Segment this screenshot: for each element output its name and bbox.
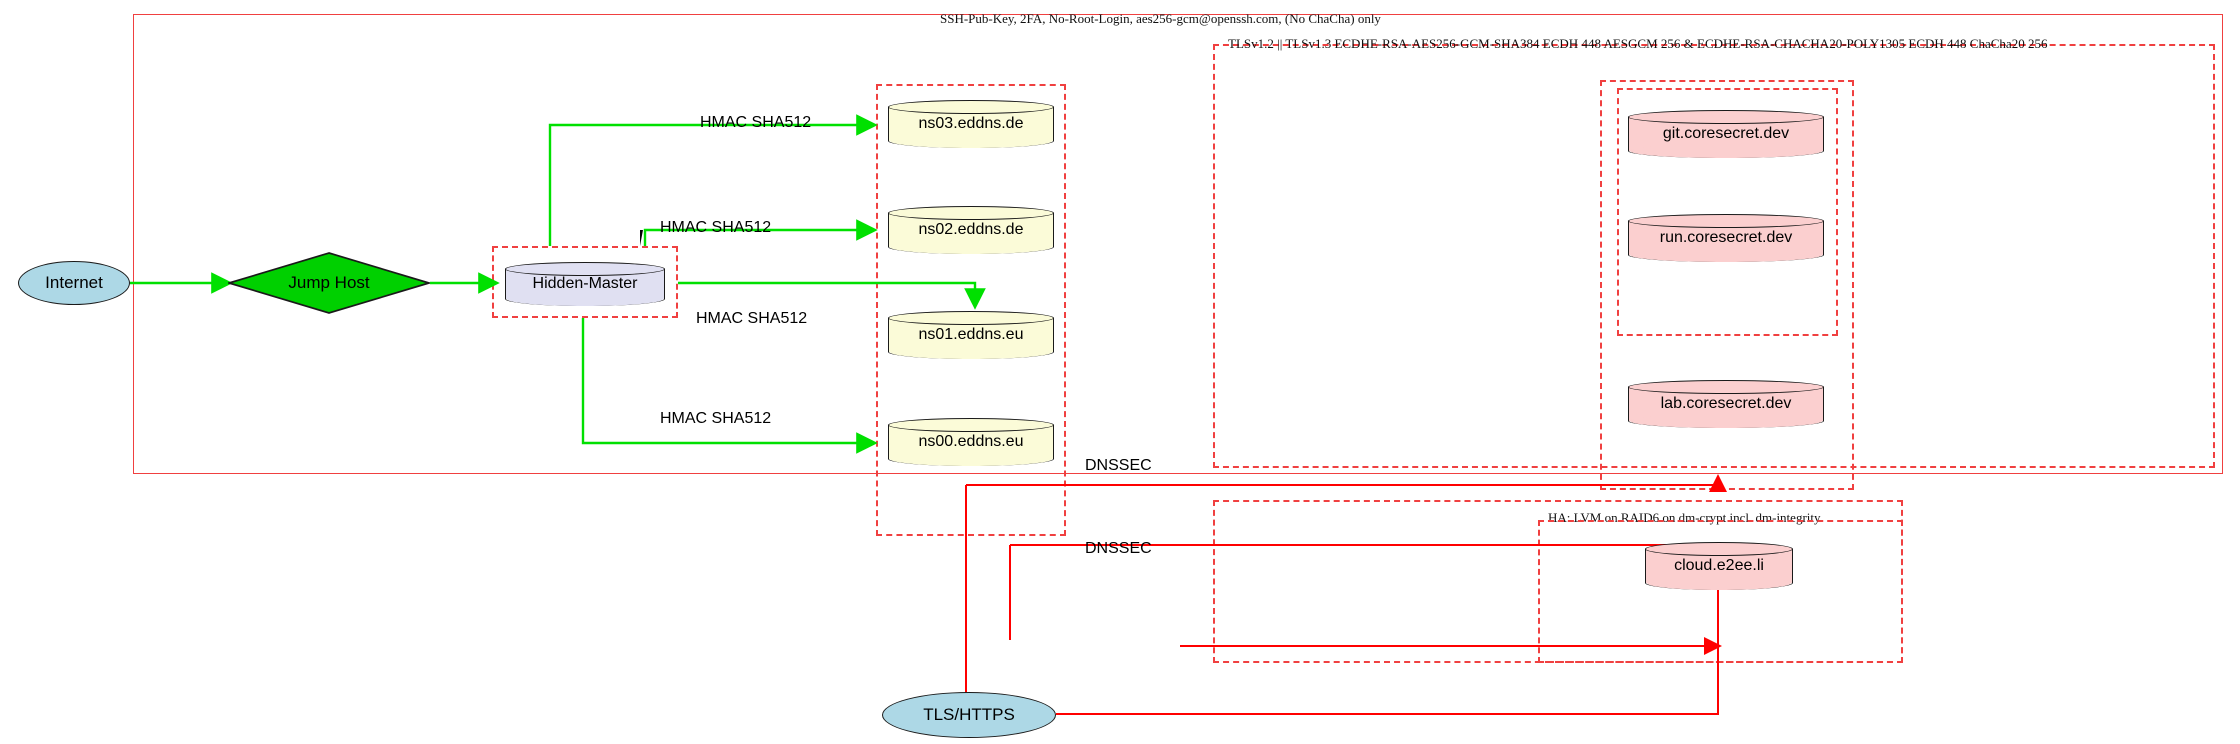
node-ns02[interactable]: ns02.eddns.de — [888, 206, 1054, 254]
node-ns03-label: ns03.eddns.de — [918, 115, 1024, 132]
cylinder-cap — [889, 134, 1053, 148]
cylinder-cap — [1629, 144, 1823, 158]
cylinder-top — [888, 206, 1054, 220]
node-run-coresecret-label: run.coresecret.dev — [1659, 229, 1793, 246]
node-lab-coresecret[interactable]: lab.coresecret.dev — [1628, 380, 1824, 428]
edge-label-hmac-ns03: HMAC SHA512 — [700, 114, 812, 131]
node-ns00-label: ns00.eddns.eu — [918, 433, 1024, 450]
cluster-ssh-boundary — [133, 14, 2223, 474]
cylinder-cap — [889, 345, 1053, 359]
node-ns02-label: ns02.eddns.de — [918, 221, 1024, 238]
cylinder-cap — [1629, 414, 1823, 428]
node-cloud-e2ee-label: cloud.e2ee.li — [1674, 557, 1764, 574]
node-hidden-master[interactable]: Hidden-Master — [505, 262, 665, 306]
cylinder-top — [888, 311, 1054, 325]
node-run-coresecret[interactable]: run.coresecret.dev — [1628, 214, 1824, 262]
cylinder-top — [1628, 380, 1824, 394]
cluster-coresecret-inner — [1617, 88, 1838, 336]
node-internet[interactable]: Internet — [18, 261, 130, 305]
node-hidden-master-label: Hidden-Master — [532, 275, 638, 292]
edge-label-dnssec-1: DNSSEC — [1085, 457, 1152, 474]
node-tls-https[interactable]: TLS/HTTPS — [882, 692, 1056, 738]
cylinder-cap — [506, 292, 664, 306]
cylinder-cap — [889, 240, 1053, 254]
node-ns00[interactable]: ns00.eddns.eu — [888, 418, 1054, 466]
node-ns01-label: ns01.eddns.eu — [918, 326, 1024, 343]
edge-label-dnssec-2: DNSSEC — [1085, 540, 1152, 557]
node-ns01[interactable]: ns01.eddns.eu — [888, 311, 1054, 359]
cylinder-cap — [1629, 248, 1823, 262]
cylinder-top — [505, 262, 665, 276]
node-cloud-e2ee[interactable]: cloud.e2ee.li — [1645, 542, 1793, 590]
node-lab-coresecret-label: lab.coresecret.dev — [1660, 395, 1792, 412]
cylinder-top — [1645, 542, 1793, 556]
cluster-tls-boundary — [1213, 44, 2215, 468]
node-git-coresecret[interactable]: git.coresecret.dev — [1628, 110, 1824, 158]
cylinder-cap — [1646, 576, 1792, 590]
edge-label-hmac-ns00: HMAC SHA512 — [660, 410, 772, 427]
cylinder-top — [888, 100, 1054, 114]
cylinder-top — [1628, 110, 1824, 124]
node-internet-label: Internet — [45, 273, 103, 292]
edge-label-hmac-ns01: HMAC SHA512 — [696, 310, 808, 327]
cylinder-top — [888, 418, 1054, 432]
node-tls-https-label: TLS/HTTPS — [923, 705, 1015, 724]
cluster-coresecret-outer — [1600, 80, 1854, 490]
edge-label-hmac-ns02: HMAC SHA512 — [660, 219, 772, 236]
node-jump-host[interactable]: Jump Host — [228, 252, 430, 314]
cluster-ssh-label: SSH-Pub-Key, 2FA, No-Root-Login, aes256-… — [940, 11, 1381, 26]
cluster-tls-label: TLSv1.2 || TLSv1.3 ECDHE-RSA-AES256-GCM-… — [1228, 36, 2048, 51]
node-ns03[interactable]: ns03.eddns.de — [888, 100, 1054, 148]
cluster-dns-zone — [876, 84, 1066, 536]
cylinder-top — [1628, 214, 1824, 228]
node-git-coresecret-label: git.coresecret.dev — [1662, 125, 1790, 142]
cylinder-cap — [889, 452, 1053, 466]
